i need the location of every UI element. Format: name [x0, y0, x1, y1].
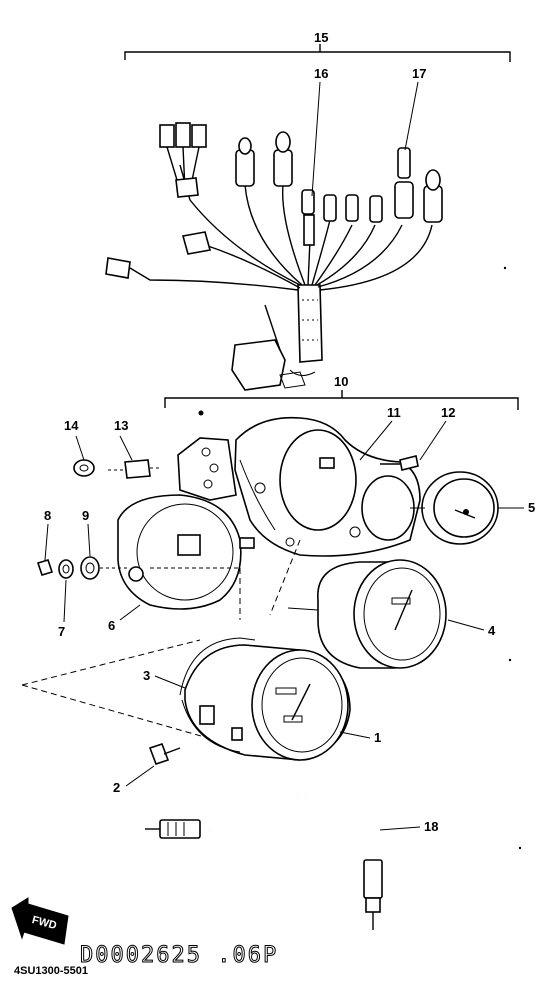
callout-12: 12 — [441, 405, 455, 420]
bracket-15 — [124, 44, 511, 62]
callout-7: 7 — [58, 624, 65, 639]
callout-14: 14 — [64, 418, 79, 433]
collar-13 — [108, 459, 160, 479]
gauge-4 — [287, 559, 447, 669]
callout-16: 16 — [314, 66, 328, 81]
leader-8 — [44, 523, 49, 561]
nut-8 — [36, 559, 54, 576]
callout-1: 1 — [374, 730, 381, 745]
leader-3 — [154, 675, 186, 689]
leader-17 — [404, 81, 419, 151]
wire-harness — [105, 122, 443, 391]
callout-17: 17 — [412, 66, 426, 81]
meter-cover-3 — [179, 637, 256, 753]
leader-14 — [75, 435, 85, 461]
callout-8: 8 — [44, 508, 51, 523]
leader-4 — [447, 619, 485, 631]
screw-2 — [148, 742, 181, 766]
callout-18: 18 — [424, 819, 438, 834]
damper-9 — [80, 556, 100, 580]
callout-3: 3 — [143, 668, 150, 683]
callout-15: 15 — [314, 30, 328, 45]
meter-housing-bracket — [177, 410, 421, 557]
speedometer-cable-18 — [145, 789, 383, 930]
callout-10: 10 — [334, 374, 348, 389]
meter-case-6 — [117, 494, 255, 610]
leader-11 — [359, 420, 393, 461]
leader-12 — [419, 420, 447, 461]
washer-7 — [58, 559, 74, 579]
callout-5: 5 — [528, 500, 535, 515]
leader-16 — [311, 81, 321, 197]
leader-7 — [63, 579, 67, 623]
callout-11: 11 — [387, 405, 401, 420]
callout-4: 4 — [488, 623, 496, 638]
leader-6 — [119, 604, 141, 621]
callout-13: 13 — [114, 418, 128, 433]
small-gauge-5 — [410, 471, 499, 545]
callout-2: 2 — [113, 780, 120, 795]
drawing-code: 4SU1300-5501 — [14, 965, 88, 977]
screw-12 — [380, 455, 419, 471]
leader-1 — [339, 731, 371, 739]
leader-2 — [125, 765, 155, 787]
grommet-14 — [73, 459, 95, 477]
catalog-stamp: D0002625 .06P — [80, 943, 278, 968]
speedometer-1 — [184, 644, 351, 761]
callout-9: 9 — [82, 508, 89, 523]
bracket-10 — [164, 390, 519, 410]
callout-6: 6 — [108, 618, 115, 633]
leader-9 — [87, 523, 91, 557]
assembly-guide-line-2 — [269, 539, 301, 616]
leader-18 — [379, 826, 421, 831]
forward-arrow-icon: FWD — [11, 897, 69, 945]
leader-13 — [119, 435, 133, 461]
assembly-guide-lines — [21, 568, 241, 741]
